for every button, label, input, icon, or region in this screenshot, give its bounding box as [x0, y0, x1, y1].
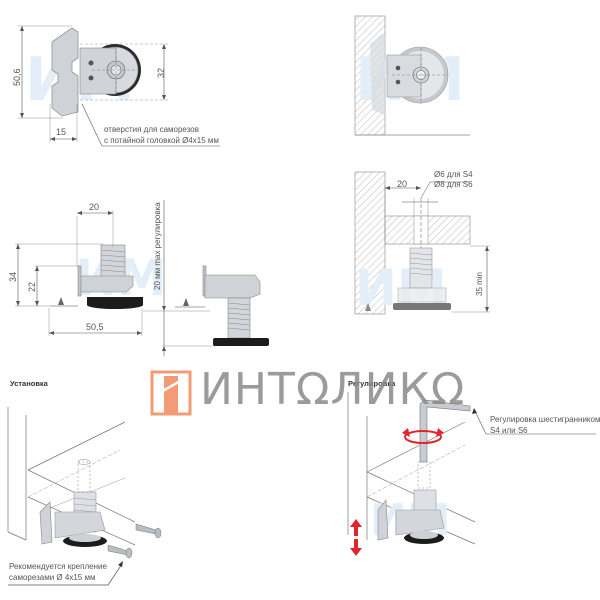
dim-top-label: 20 [89, 202, 100, 212]
installation-note-line1: Рекомендуется крепление [9, 562, 107, 571]
adjustment-note-line2: S4 или S6 [490, 426, 528, 435]
dim-20-label: 20 [397, 179, 408, 189]
installation-note-line2: саморезами Ø 4x15 мм [9, 573, 96, 582]
adjustment-title: Регулировка [348, 379, 396, 388]
dim-offset-label: 15 [56, 127, 67, 137]
screw-hole-note-line1: отверстия для саморезов [104, 125, 199, 134]
hole-s4-label: Ø6 для S4 [434, 170, 473, 179]
dim-bottom-label: 50,5 [86, 322, 104, 332]
brand-wordmark: ИНТΩЛИКΩ [200, 364, 466, 415]
installation-title: Установка [10, 379, 48, 388]
hole-s6-label: Ø8 для S6 [434, 180, 473, 189]
adjustment-note-line1: Регулировка шестигранником [490, 415, 600, 424]
screw-hole-note-line2: с потайной головкой Ø4x15 мм [104, 136, 219, 145]
